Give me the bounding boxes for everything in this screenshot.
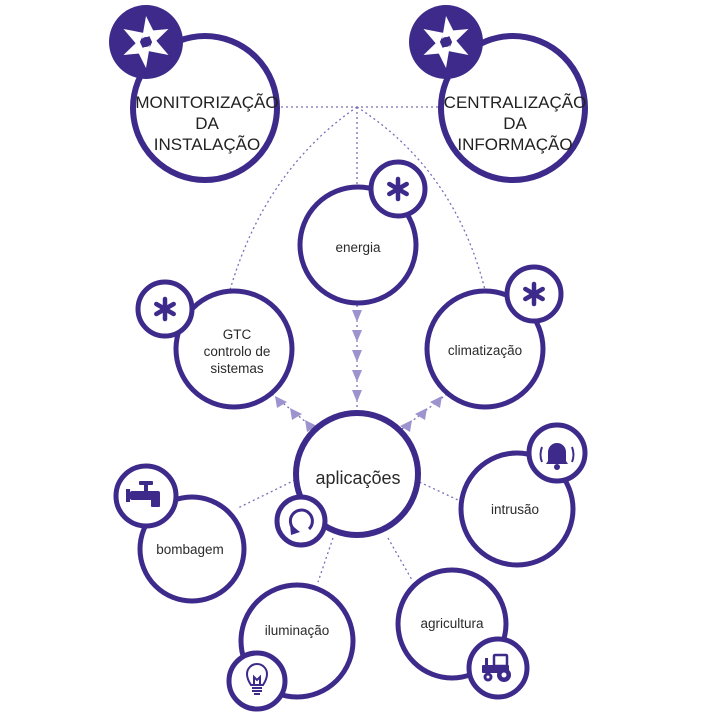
node-iluminacao: iluminação bbox=[226, 582, 356, 712]
node-circle bbox=[424, 288, 546, 410]
gtc-line-1: GTC bbox=[223, 327, 252, 342]
refresh-badge bbox=[274, 494, 328, 548]
arrowheads bbox=[275, 310, 442, 432]
centralizacao-line-1: CENTRALIZAÇÃO bbox=[444, 93, 587, 112]
aplicacoes-to-intrusao-line bbox=[414, 479, 459, 501]
climatizacao-label: climatização bbox=[448, 343, 522, 358]
centralizacao-line-3: INFORMAÇÃO bbox=[457, 135, 572, 154]
node-circle bbox=[293, 410, 421, 538]
monitorizacao-line-3: INSTALAÇÃO bbox=[154, 135, 260, 154]
node-circle bbox=[130, 33, 280, 183]
node-circle bbox=[173, 288, 295, 410]
node-gtc: GTC controlo de sistemas bbox=[135, 279, 295, 410]
node-circle bbox=[438, 33, 588, 183]
node-centralizacao: CENTRALIZAÇÃO DA INFORMAÇÃO bbox=[409, 5, 588, 183]
node-climatizacao: climatização bbox=[424, 264, 564, 410]
arrowhead bbox=[290, 408, 302, 420]
aplicacoes-to-bombagem-line bbox=[237, 479, 296, 509]
arrowhead bbox=[352, 350, 362, 362]
centralizacao-line-2: DA bbox=[503, 114, 527, 133]
arrowhead bbox=[352, 310, 362, 322]
asterisk-icon bbox=[523, 281, 545, 307]
node-energia: energia bbox=[297, 159, 428, 306]
shutter-gear-icon bbox=[423, 16, 469, 68]
asterisk-icon bbox=[154, 296, 176, 322]
gtc-line-2: controlo de bbox=[204, 344, 271, 359]
intrusao-label: intrusão bbox=[491, 502, 539, 517]
aplicacoes-to-iluminacao-line bbox=[317, 537, 334, 583]
arrowhead bbox=[400, 420, 412, 432]
arrowhead bbox=[352, 390, 362, 402]
arrowhead bbox=[430, 396, 442, 408]
node-circle bbox=[137, 494, 247, 604]
node-intrusao: intrusão bbox=[458, 422, 588, 568]
alarm-bell-icon bbox=[539, 443, 575, 470]
gtc-line-3: sistemas bbox=[210, 361, 264, 376]
node-aplicacoes: aplicações bbox=[274, 410, 421, 548]
shutter-gear-icon bbox=[123, 16, 169, 68]
arrowhead bbox=[415, 408, 427, 420]
hub-to-gtc-line bbox=[229, 106, 358, 291]
light-bulb-icon bbox=[245, 663, 269, 695]
agricultura-label: agricultura bbox=[420, 616, 484, 631]
node-bombagem: bombagem bbox=[113, 463, 247, 604]
arrowhead bbox=[352, 370, 362, 382]
bombagem-label: bombagem bbox=[156, 542, 224, 557]
arrowhead bbox=[305, 420, 317, 432]
faucet-icon bbox=[126, 481, 160, 507]
arrowhead bbox=[352, 330, 362, 342]
monitorizacao-line-1: MONITORIZAÇÃO bbox=[135, 93, 278, 112]
arrowhead bbox=[275, 396, 287, 408]
asterisk-icon bbox=[387, 176, 409, 202]
aplicacoes-to-agricultura-line bbox=[387, 537, 413, 581]
aplicacoes-label: aplicações bbox=[315, 468, 400, 488]
tractor-icon bbox=[482, 653, 511, 682]
node-monitorizacao: MONITORIZAÇÃO DA INSTALAÇÃO bbox=[109, 5, 280, 183]
node-agricultura: agricultura bbox=[395, 567, 530, 700]
iluminacao-label: iluminação bbox=[265, 623, 330, 638]
monitorizacao-line-2: DA bbox=[195, 114, 219, 133]
energia-label: energia bbox=[335, 240, 381, 255]
refresh-arrow-icon bbox=[288, 508, 314, 535]
